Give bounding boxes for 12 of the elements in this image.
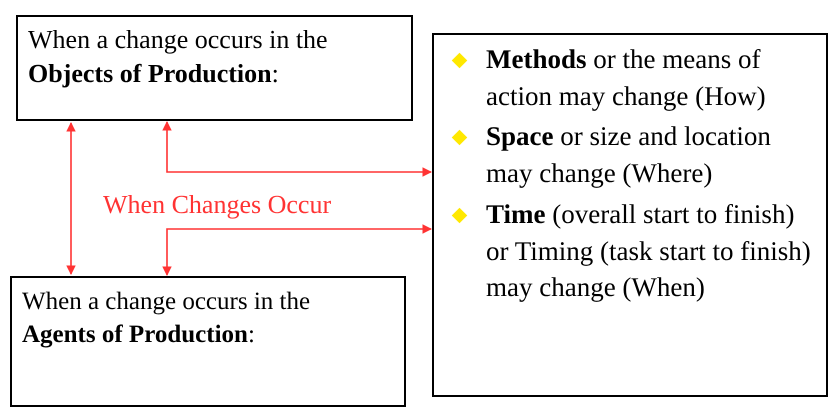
double-arrow [162, 224, 432, 276]
box-text: When a change occurs in the Objects of Production: [28, 24, 329, 90]
double-arrow [66, 122, 76, 275]
bullet-text: Methods or the means of action may change (How) [486, 44, 766, 111]
bullet-list-box [432, 33, 828, 397]
bullet-text: Space or size and location may change (Where) [486, 121, 771, 188]
text-box [16, 15, 413, 121]
connector-caption: When Changes Occur [103, 190, 332, 220]
box-text: When a change occurs in the Agents of Production: [22, 287, 312, 350]
bullet-text: Time (overall start to finish) or Timing (task start to finish) may change (When) [486, 198, 811, 302]
double-arrow [162, 121, 432, 177]
text-box [10, 276, 406, 407]
